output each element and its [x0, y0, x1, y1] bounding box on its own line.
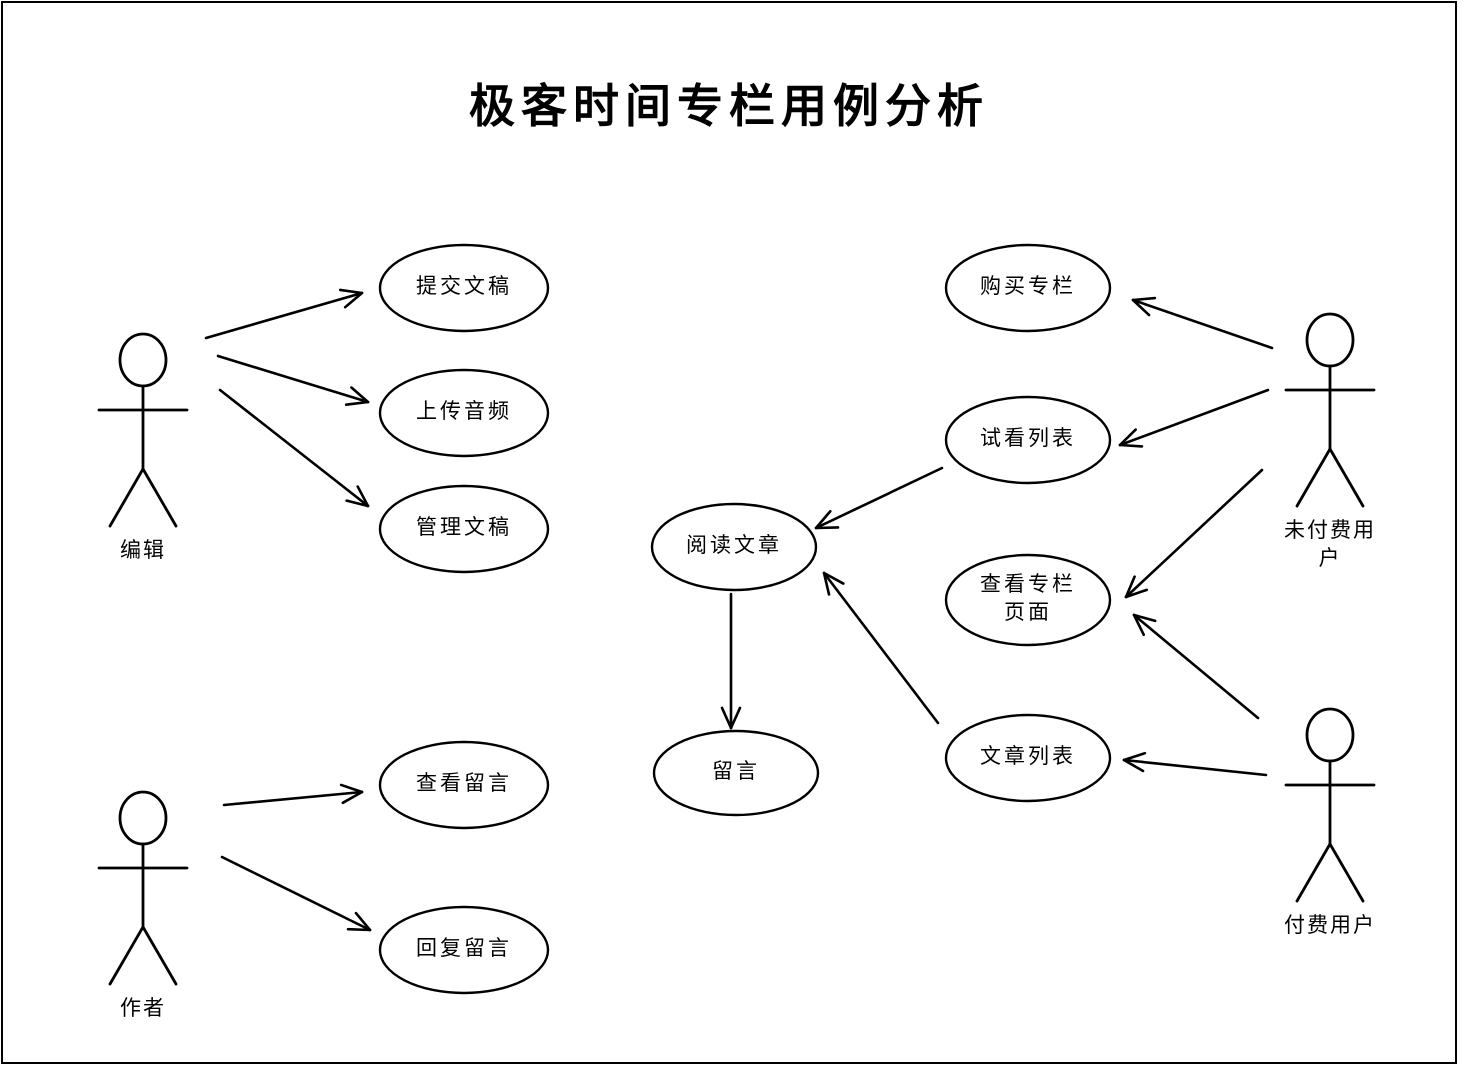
association-unpaid-user-to-trial-list[interactable] [1118, 388, 1270, 448]
use-case-ellipse-trial-list[interactable] [944, 395, 1112, 485]
use-case-ellipse-view-comments[interactable] [378, 740, 550, 830]
use-case-ellipse-article-list[interactable] [944, 713, 1112, 803]
association-article-list-to-read-article[interactable] [822, 571, 940, 725]
use-case-view-comments[interactable] [380, 742, 548, 828]
use-case-view-column-page[interactable] [946, 555, 1110, 645]
use-case-ellipses [378, 243, 1112, 995]
actor-figure-unpaid-user[interactable] [1284, 312, 1376, 508]
use-case-leave-comment[interactable] [654, 731, 818, 815]
actor-figures [97, 312, 1376, 986]
actor-figure-paid-user[interactable] [1284, 707, 1376, 903]
association-unpaid-user-to-view-column-page[interactable] [1124, 468, 1264, 599]
use-case-article-list[interactable] [946, 715, 1110, 801]
use-case-ellipse-reply-comments[interactable] [378, 905, 550, 995]
actor-paid-user[interactable] [1280, 705, 1380, 905]
use-case-ellipse-buy-column[interactable] [944, 243, 1112, 333]
use-case-ellipse-manage-draft[interactable] [378, 484, 550, 574]
actor-unpaid-user[interactable] [1280, 310, 1380, 510]
use-case-ellipse-read-article[interactable] [650, 502, 818, 592]
association-trial-list-to-read-article[interactable] [814, 466, 944, 530]
use-case-reply-comments[interactable] [380, 907, 548, 993]
use-case-trial-list[interactable] [946, 397, 1110, 483]
actor-editor[interactable] [93, 330, 193, 530]
association-paid-user-to-view-column-page[interactable] [1132, 613, 1260, 720]
association-paid-user-to-article-list[interactable] [1122, 751, 1268, 777]
association-author-to-view-comments[interactable] [222, 783, 364, 807]
use-case-read-article[interactable] [652, 504, 816, 590]
actor-figure-editor[interactable] [97, 332, 189, 528]
use-case-manage-draft[interactable] [380, 486, 548, 572]
association-editor-to-upload-audio[interactable] [216, 354, 370, 406]
actor-figure-author[interactable] [97, 790, 189, 986]
use-case-ellipse-upload-audio[interactable] [378, 368, 550, 458]
association-editor-to-manage-draft[interactable] [218, 388, 370, 508]
use-case-ellipse-submit-draft[interactable] [378, 243, 550, 333]
use-case-ellipse-leave-comment[interactable] [652, 729, 820, 817]
association-unpaid-user-to-buy-column[interactable] [1131, 296, 1274, 350]
use-case-submit-draft[interactable] [380, 245, 548, 331]
page-title: 极客时间专栏用例分析 [469, 79, 989, 133]
association-author-to-reply-comments[interactable] [220, 855, 372, 932]
use-case-buy-column[interactable] [946, 245, 1110, 331]
use-case-upload-audio[interactable] [380, 370, 548, 456]
association-read-article-to-leave-comment[interactable] [720, 592, 742, 730]
use-case-ellipse-view-column-page[interactable] [944, 553, 1112, 647]
association-editor-to-submit-draft[interactable] [204, 288, 364, 340]
association-arrows [204, 288, 1274, 932]
actor-author[interactable] [93, 788, 193, 988]
